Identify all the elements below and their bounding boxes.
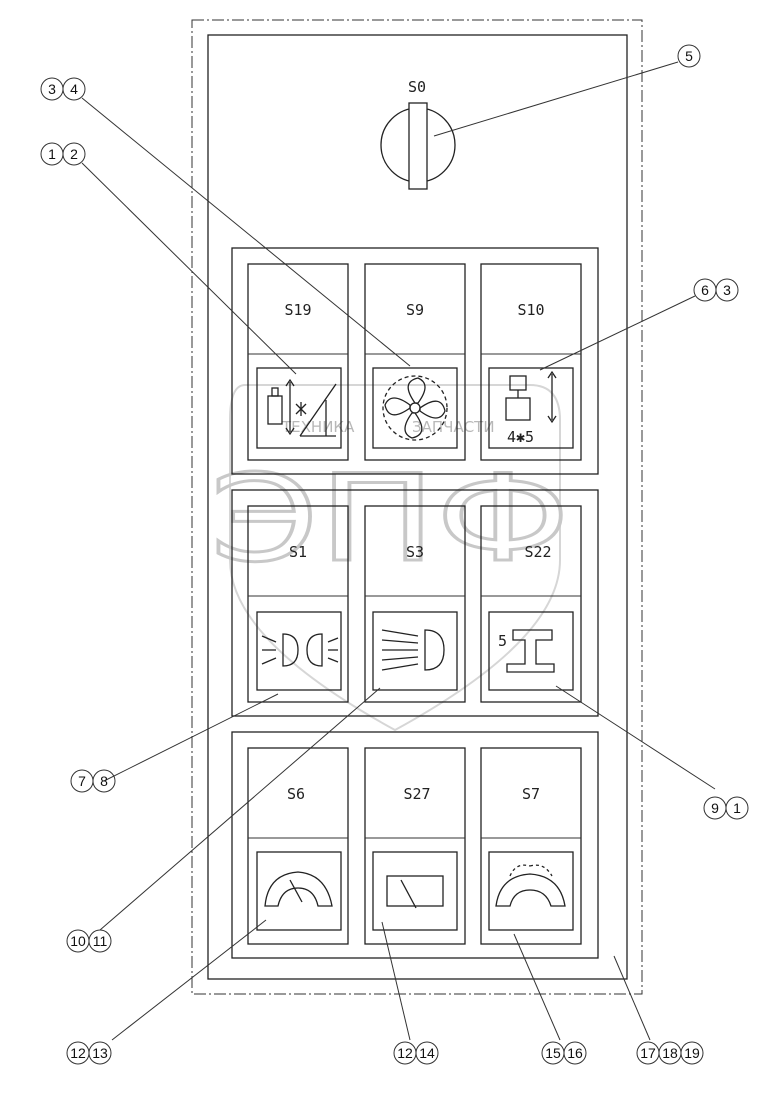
watermark: ЭПФ ТЕХНИКА ЗАПЧАСТИ bbox=[209, 384, 572, 732]
sander-height-icon bbox=[267, 378, 337, 437]
callout-12-14: 12 14 bbox=[393, 1041, 439, 1065]
button-s9-label: S9 bbox=[406, 301, 424, 319]
button-s3[interactable]: S3 bbox=[364, 505, 466, 703]
button-s27[interactable]: S27 bbox=[364, 747, 466, 945]
switch-label: S0 bbox=[408, 78, 426, 96]
button-s10-label: S10 bbox=[517, 301, 544, 319]
callout-text: 13 bbox=[92, 1045, 108, 1061]
callout-9-1: 9 1 bbox=[703, 796, 749, 820]
callout-text: 17 bbox=[640, 1045, 656, 1061]
callout-text: 1 bbox=[48, 146, 56, 162]
callout-5-text: 5 bbox=[685, 48, 693, 64]
callout-5: 5 bbox=[677, 44, 701, 68]
callout-text: 3 bbox=[723, 282, 731, 298]
button-s7[interactable]: S7 bbox=[480, 747, 582, 945]
button-s27-label: S27 bbox=[403, 785, 430, 803]
button-s6[interactable]: S6 bbox=[247, 747, 349, 945]
leader-lines bbox=[81, 61, 716, 1041]
button-s10[interactable]: S10 4✱5 bbox=[480, 263, 582, 461]
button-s22[interactable]: S22 5 bbox=[480, 505, 582, 703]
callout-text: 3 bbox=[48, 81, 56, 97]
button-s3-label: S3 bbox=[406, 543, 424, 561]
callout-text: 15 bbox=[545, 1045, 561, 1061]
callout-10-11: 10 11 bbox=[66, 929, 112, 953]
outer-dashdot-frame bbox=[191, 19, 643, 995]
button-s22-label: S22 bbox=[524, 543, 551, 561]
callout-text: 18 bbox=[662, 1045, 678, 1061]
callout-text: 11 bbox=[93, 933, 108, 949]
callout-text: 2 bbox=[70, 146, 78, 162]
callout-1-2: 1 2 bbox=[40, 142, 86, 166]
s10-icon-text: 4✱5 bbox=[507, 428, 534, 446]
callout-text: 14 bbox=[419, 1045, 435, 1061]
headlight-high-beam-icon bbox=[381, 629, 445, 671]
gauge-icon bbox=[264, 871, 333, 907]
callout-text: 9 bbox=[711, 800, 719, 816]
watermark-left: ТЕХНИКА bbox=[281, 418, 355, 436]
rail-profile-icon bbox=[506, 629, 555, 673]
main-switch: S0 bbox=[380, 78, 456, 190]
callout-text: 7 bbox=[78, 773, 86, 789]
button-row-1: S19 S9 bbox=[231, 247, 599, 475]
button-row-2: S1 S3 bbox=[231, 489, 599, 717]
callout-15-16: 15 16 bbox=[541, 1041, 587, 1065]
button-s7-label: S7 bbox=[522, 785, 540, 803]
callout-text: 19 bbox=[684, 1045, 700, 1061]
callout-text: 4 bbox=[70, 81, 78, 97]
watermark-main: ЭПФ bbox=[210, 450, 570, 589]
pantograph-lift-icon bbox=[505, 370, 557, 424]
button-s1-label: S1 bbox=[289, 543, 307, 561]
callout-text: 1 bbox=[733, 800, 741, 816]
callout-text: 10 bbox=[70, 933, 86, 949]
callout-6-3: 6 3 bbox=[693, 278, 739, 302]
callout-text: 12 bbox=[70, 1045, 86, 1061]
button-s19[interactable]: S19 bbox=[247, 263, 349, 461]
headlight-dipped-icon bbox=[261, 633, 339, 667]
callout-12-13: 12 13 bbox=[66, 1041, 112, 1065]
callout-3-4: 3 4 bbox=[40, 77, 86, 101]
callout-17-18-19: 17 18 19 bbox=[636, 1041, 704, 1065]
button-row-3: S6 S27 S7 bbox=[231, 731, 599, 959]
indicator-lamp-icon bbox=[386, 875, 444, 909]
gauge-with-arcs-icon bbox=[495, 864, 566, 907]
panel-frame bbox=[207, 34, 628, 980]
button-s1[interactable]: S1 bbox=[247, 505, 349, 703]
callout-text: 16 bbox=[567, 1045, 583, 1061]
callout-7-8: 7 8 bbox=[70, 769, 116, 793]
callout-text: 12 bbox=[397, 1045, 413, 1061]
button-s19-label: S19 bbox=[284, 301, 311, 319]
s22-icon-text: 5 bbox=[498, 632, 507, 650]
watermark-right: ЗАПЧАСТИ bbox=[412, 418, 495, 436]
callout-text: 6 bbox=[701, 282, 709, 298]
fan-icon bbox=[382, 375, 448, 441]
button-s6-label: S6 bbox=[287, 785, 305, 803]
button-s9[interactable]: S9 bbox=[364, 263, 466, 461]
callout-text: 8 bbox=[100, 773, 108, 789]
